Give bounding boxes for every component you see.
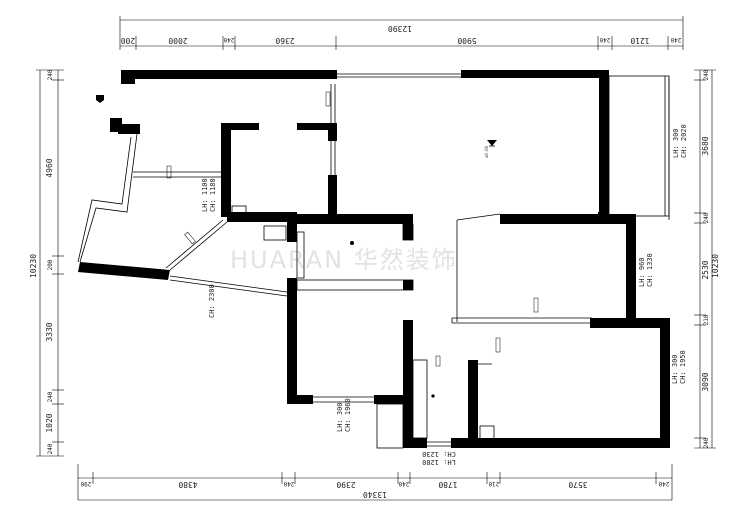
right-dimension-chain: 10230 240 3680 240 2530 210 3090 240 — [694, 69, 720, 448]
top-segment-6: 240 — [599, 36, 610, 43]
left-segment-2: 4960 — [45, 158, 54, 177]
bottom-segment-1: 290 — [80, 480, 91, 487]
left-total-dimension: 10230 — [29, 254, 38, 278]
meter-marker — [600, 143, 606, 157]
top-right-window-ch: CH: 2020 — [680, 124, 688, 158]
bottom-segment-8: 3570 — [568, 480, 587, 489]
left-segment-7: 240 — [47, 443, 54, 454]
top-total-dimension: 12390 — [388, 24, 412, 33]
bedroom-window-lh: LH: 1100 — [201, 178, 209, 212]
bottom-left-window-ch: CH: 1960 — [344, 398, 352, 432]
bottom-segment-4: 2390 — [336, 480, 355, 489]
top-segment-4: 2360 — [275, 36, 294, 45]
bottom-total-dimension: 13340 — [363, 490, 387, 499]
ceiling-light-marker — [350, 241, 354, 245]
bottom-segment-2: 4380 — [178, 480, 197, 489]
left-segment-6: 1020 — [45, 413, 54, 432]
right-total-dimension: 10230 — [711, 254, 720, 278]
bottom-segment-3: 240 — [283, 480, 294, 487]
meter-marker — [495, 337, 501, 353]
bottom-segment-9: 240 — [658, 480, 669, 487]
left-segment-3: 200 — [47, 259, 54, 270]
top-segment-1: 200 — [121, 36, 136, 45]
opening-labels: LH: 300 CH: 2020 LH: 960 CH: 1330 LH: 30… — [201, 124, 688, 466]
right-segment-6: 3090 — [701, 372, 710, 391]
top-segment-3: 240 — [223, 36, 234, 43]
meter-marker — [533, 297, 539, 313]
fixture-markers: ±0.00 — [96, 91, 606, 398]
ceiling-light-marker — [431, 394, 435, 398]
entry-door-ch: CH: 1230 — [422, 450, 456, 458]
meter-marker — [435, 355, 441, 367]
level-marker-label: ±0.00 — [484, 145, 489, 158]
right-segment-3: 240 — [703, 212, 710, 223]
right-bottom-window-ch: CH: 1950 — [679, 350, 687, 384]
thin-outlines — [77, 73, 670, 449]
meter-marker — [325, 91, 331, 107]
left-segment-5: 240 — [47, 391, 54, 402]
entry-door-lh: LH: 1280 — [422, 458, 456, 466]
bottom-segment-6: 1780 — [438, 480, 457, 489]
bottom-left-window-lh: LH: 300 — [336, 402, 344, 432]
left-dimension-chain: 10230 240 4960 200 3330 240 1020 240 — [29, 69, 64, 457]
left-segment-1: 240 — [47, 69, 54, 80]
meter-marker — [166, 165, 172, 179]
right-segment-5: 210 — [703, 314, 710, 325]
top-right-window-lh: LH: 300 — [672, 128, 680, 158]
right-segment-7: 240 — [703, 437, 710, 448]
top-segment-7: 1210 — [630, 36, 649, 45]
bottom-segment-5: 240 — [398, 480, 409, 487]
left-segment-4: 3330 — [45, 322, 54, 341]
right-segment-1: 240 — [703, 69, 710, 80]
bedroom-window-ch: CH: 1180 — [209, 178, 217, 212]
bottom-segment-7: 210 — [488, 480, 499, 487]
top-dimension-chain: 12390 200 2000 240 2360 5900 240 1210 24… — [119, 16, 684, 50]
right-segment-4: 2530 — [701, 260, 710, 279]
right-mid-window-ch: CH: 1330 — [646, 253, 654, 287]
meter-marker — [184, 231, 196, 245]
north-arrow-icon — [96, 95, 104, 103]
bottom-dimension-chain: 290 4380 240 2390 240 1780 210 3570 240 … — [77, 464, 673, 501]
top-segment-2: 2000 — [168, 36, 187, 45]
level-marker-icon — [487, 140, 497, 146]
watermark: HUARAN 华然装饰 — [230, 246, 458, 274]
right-mid-window-lh: LH: 960 — [638, 257, 646, 287]
right-segment-2: 3680 — [701, 136, 710, 155]
walls — [78, 70, 670, 448]
right-bottom-window-lh: LH: 300 — [671, 354, 679, 384]
balcony-door-ch: CH: 2300 — [208, 284, 216, 318]
top-segment-5: 5900 — [457, 36, 476, 45]
top-segment-8: 240 — [670, 36, 681, 43]
